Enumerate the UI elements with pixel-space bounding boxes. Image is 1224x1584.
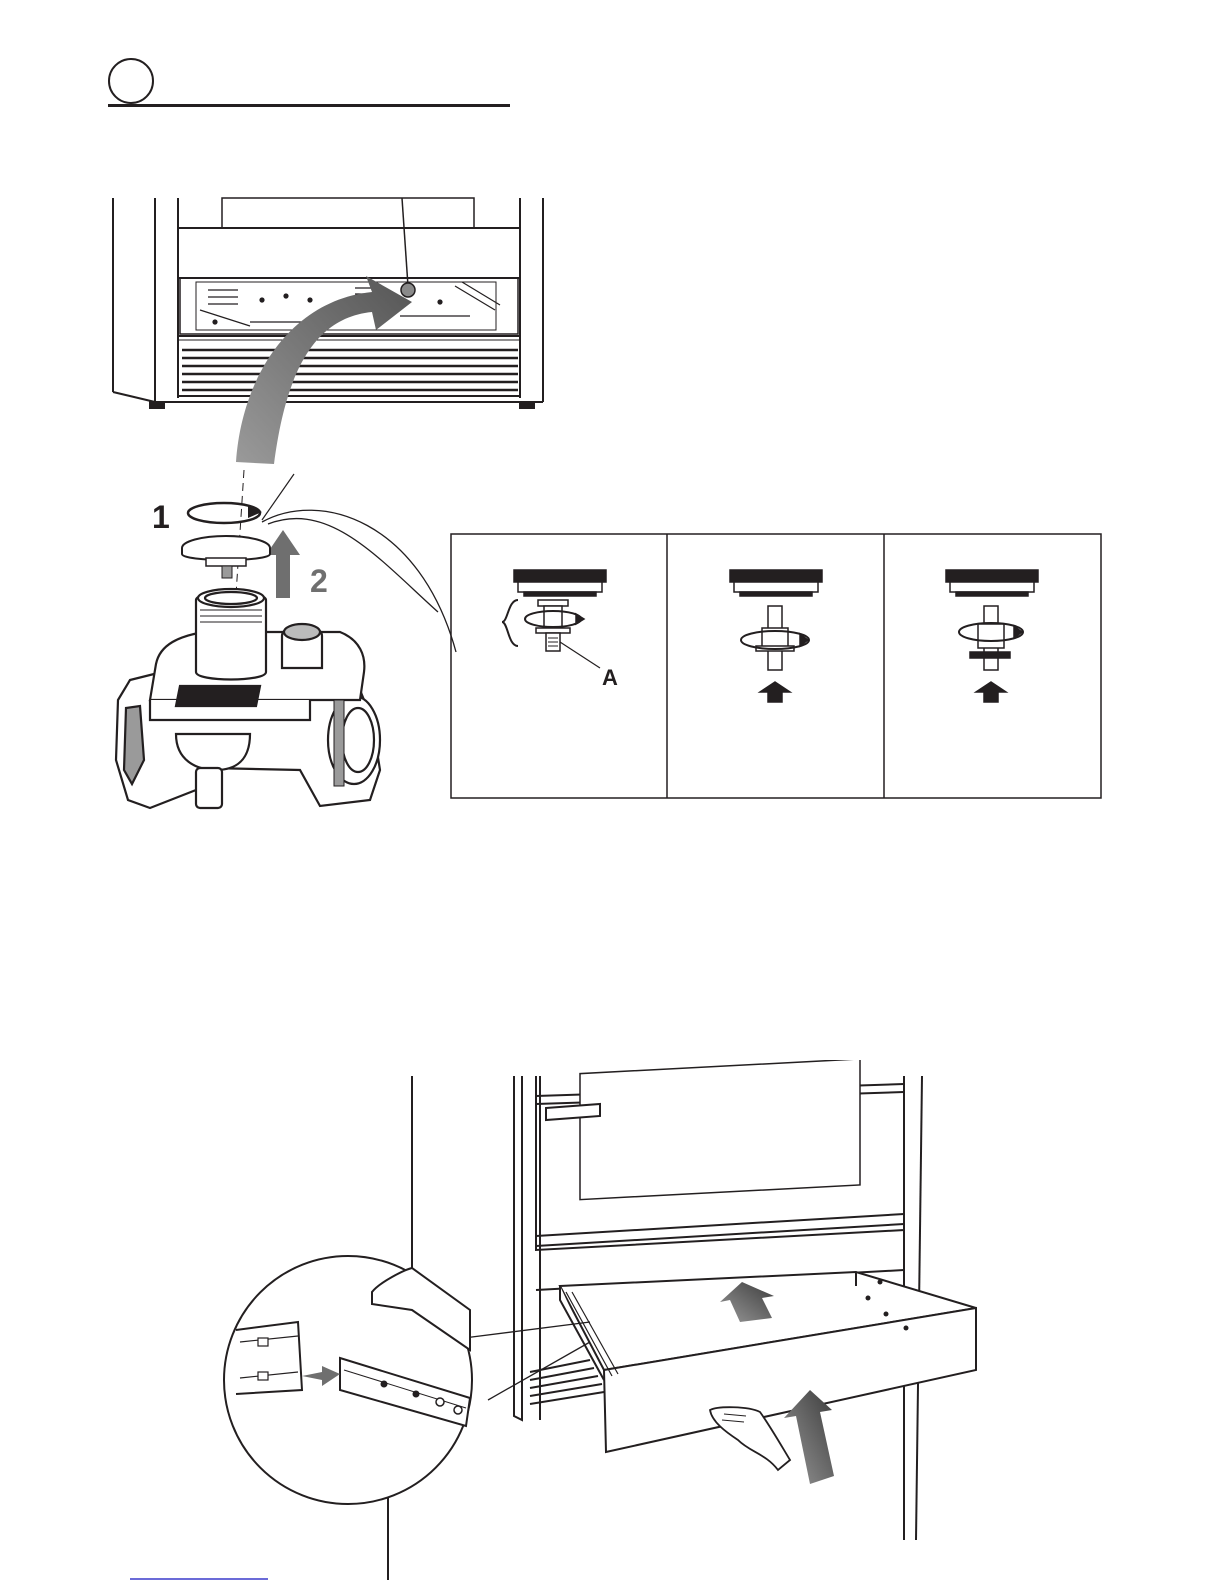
drawer-rail-slats — [530, 1360, 604, 1404]
regulator-installation-figure: 1 2 — [0, 0, 1224, 830]
detail-view-1: A — [502, 570, 618, 690]
part-a-label: A — [602, 665, 618, 690]
step-2-label: 2 — [310, 563, 328, 599]
hand — [710, 1407, 790, 1470]
callout-leader — [262, 474, 294, 520]
detail-view-2 — [730, 570, 822, 702]
rotate-cap-step: 1 — [152, 499, 262, 535]
lift-step: 2 — [266, 530, 328, 599]
drawer-removal-figure — [0, 1060, 1224, 1580]
regulator-cap — [182, 536, 270, 578]
footer-link-underline[interactable] — [130, 1578, 268, 1580]
drawer-vent-slats — [182, 350, 518, 390]
range-lower-cabinet — [113, 198, 543, 408]
install-direction-arrow — [236, 276, 412, 464]
detail-view-3 — [946, 570, 1038, 702]
step-1-label: 1 — [152, 499, 170, 535]
